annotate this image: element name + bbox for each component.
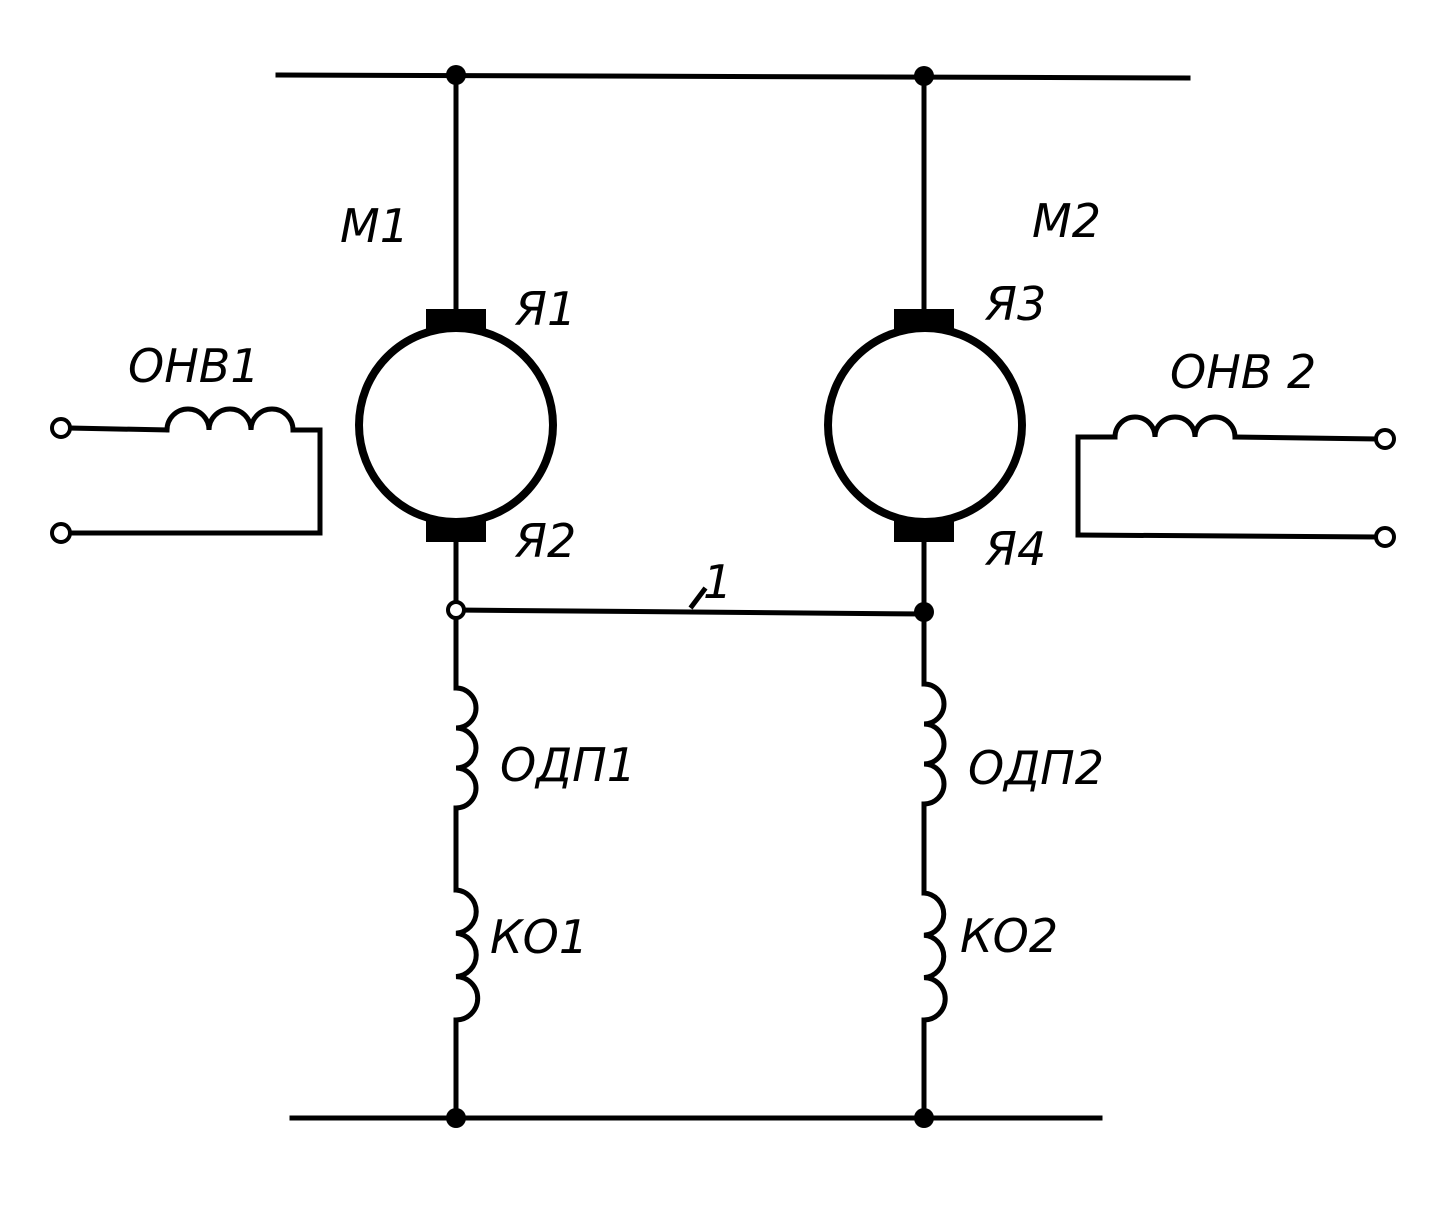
junction-bottom-right (914, 1108, 934, 1128)
label-ya2: Я2 (514, 514, 576, 568)
onv2-lead-right (1232, 434, 1379, 442)
onv2-coil (1112, 414, 1238, 440)
label-onv2: ОНВ 2 (1170, 345, 1316, 399)
label-ya4: Я4 (984, 522, 1046, 576)
bridge-wire (453, 607, 927, 617)
onv1-lead-left (67, 425, 170, 433)
label-m2: M2 (1032, 194, 1101, 248)
junction-bridge-right (914, 602, 934, 622)
label-m1: M1 (340, 199, 409, 253)
top-rail (275, 72, 1191, 81)
onv1-terminal-bottom (50, 522, 72, 544)
junction-top-left (446, 65, 466, 85)
junction-bottom-left (446, 1108, 466, 1128)
m2-bottom-brush (894, 520, 954, 542)
bridge-wire-tick (688, 586, 708, 610)
junction-top-right (914, 66, 934, 86)
ko1-coil (453, 887, 481, 1023)
odp2-coil (921, 681, 947, 807)
onv1-terminal-top (50, 417, 72, 439)
ko2-coil (921, 890, 948, 1023)
onv2-terminal-top (1374, 428, 1396, 450)
m1-motor-circle (355, 324, 557, 526)
label-ya3: Я3 (984, 277, 1046, 331)
onv1-coil (164, 406, 296, 433)
label-bridge-1: 1 (703, 555, 732, 609)
onv2-terminal-bottom (1374, 526, 1396, 548)
m1-bottom-brush (426, 520, 486, 542)
junction-bridge-left (446, 600, 466, 620)
m2-motor-circle (824, 324, 1026, 526)
label-odp1: ОДП1 (500, 738, 636, 792)
label-ko2: КО2 (960, 909, 1058, 963)
onv2-return-bottom (1075, 532, 1379, 540)
label-onv1: ОНВ1 (128, 339, 260, 393)
odp1-coil (453, 685, 479, 811)
label-ya1: Я1 (514, 282, 576, 336)
label-odp2: ОДП2 (968, 741, 1104, 795)
label-ko1: КО1 (490, 910, 588, 964)
